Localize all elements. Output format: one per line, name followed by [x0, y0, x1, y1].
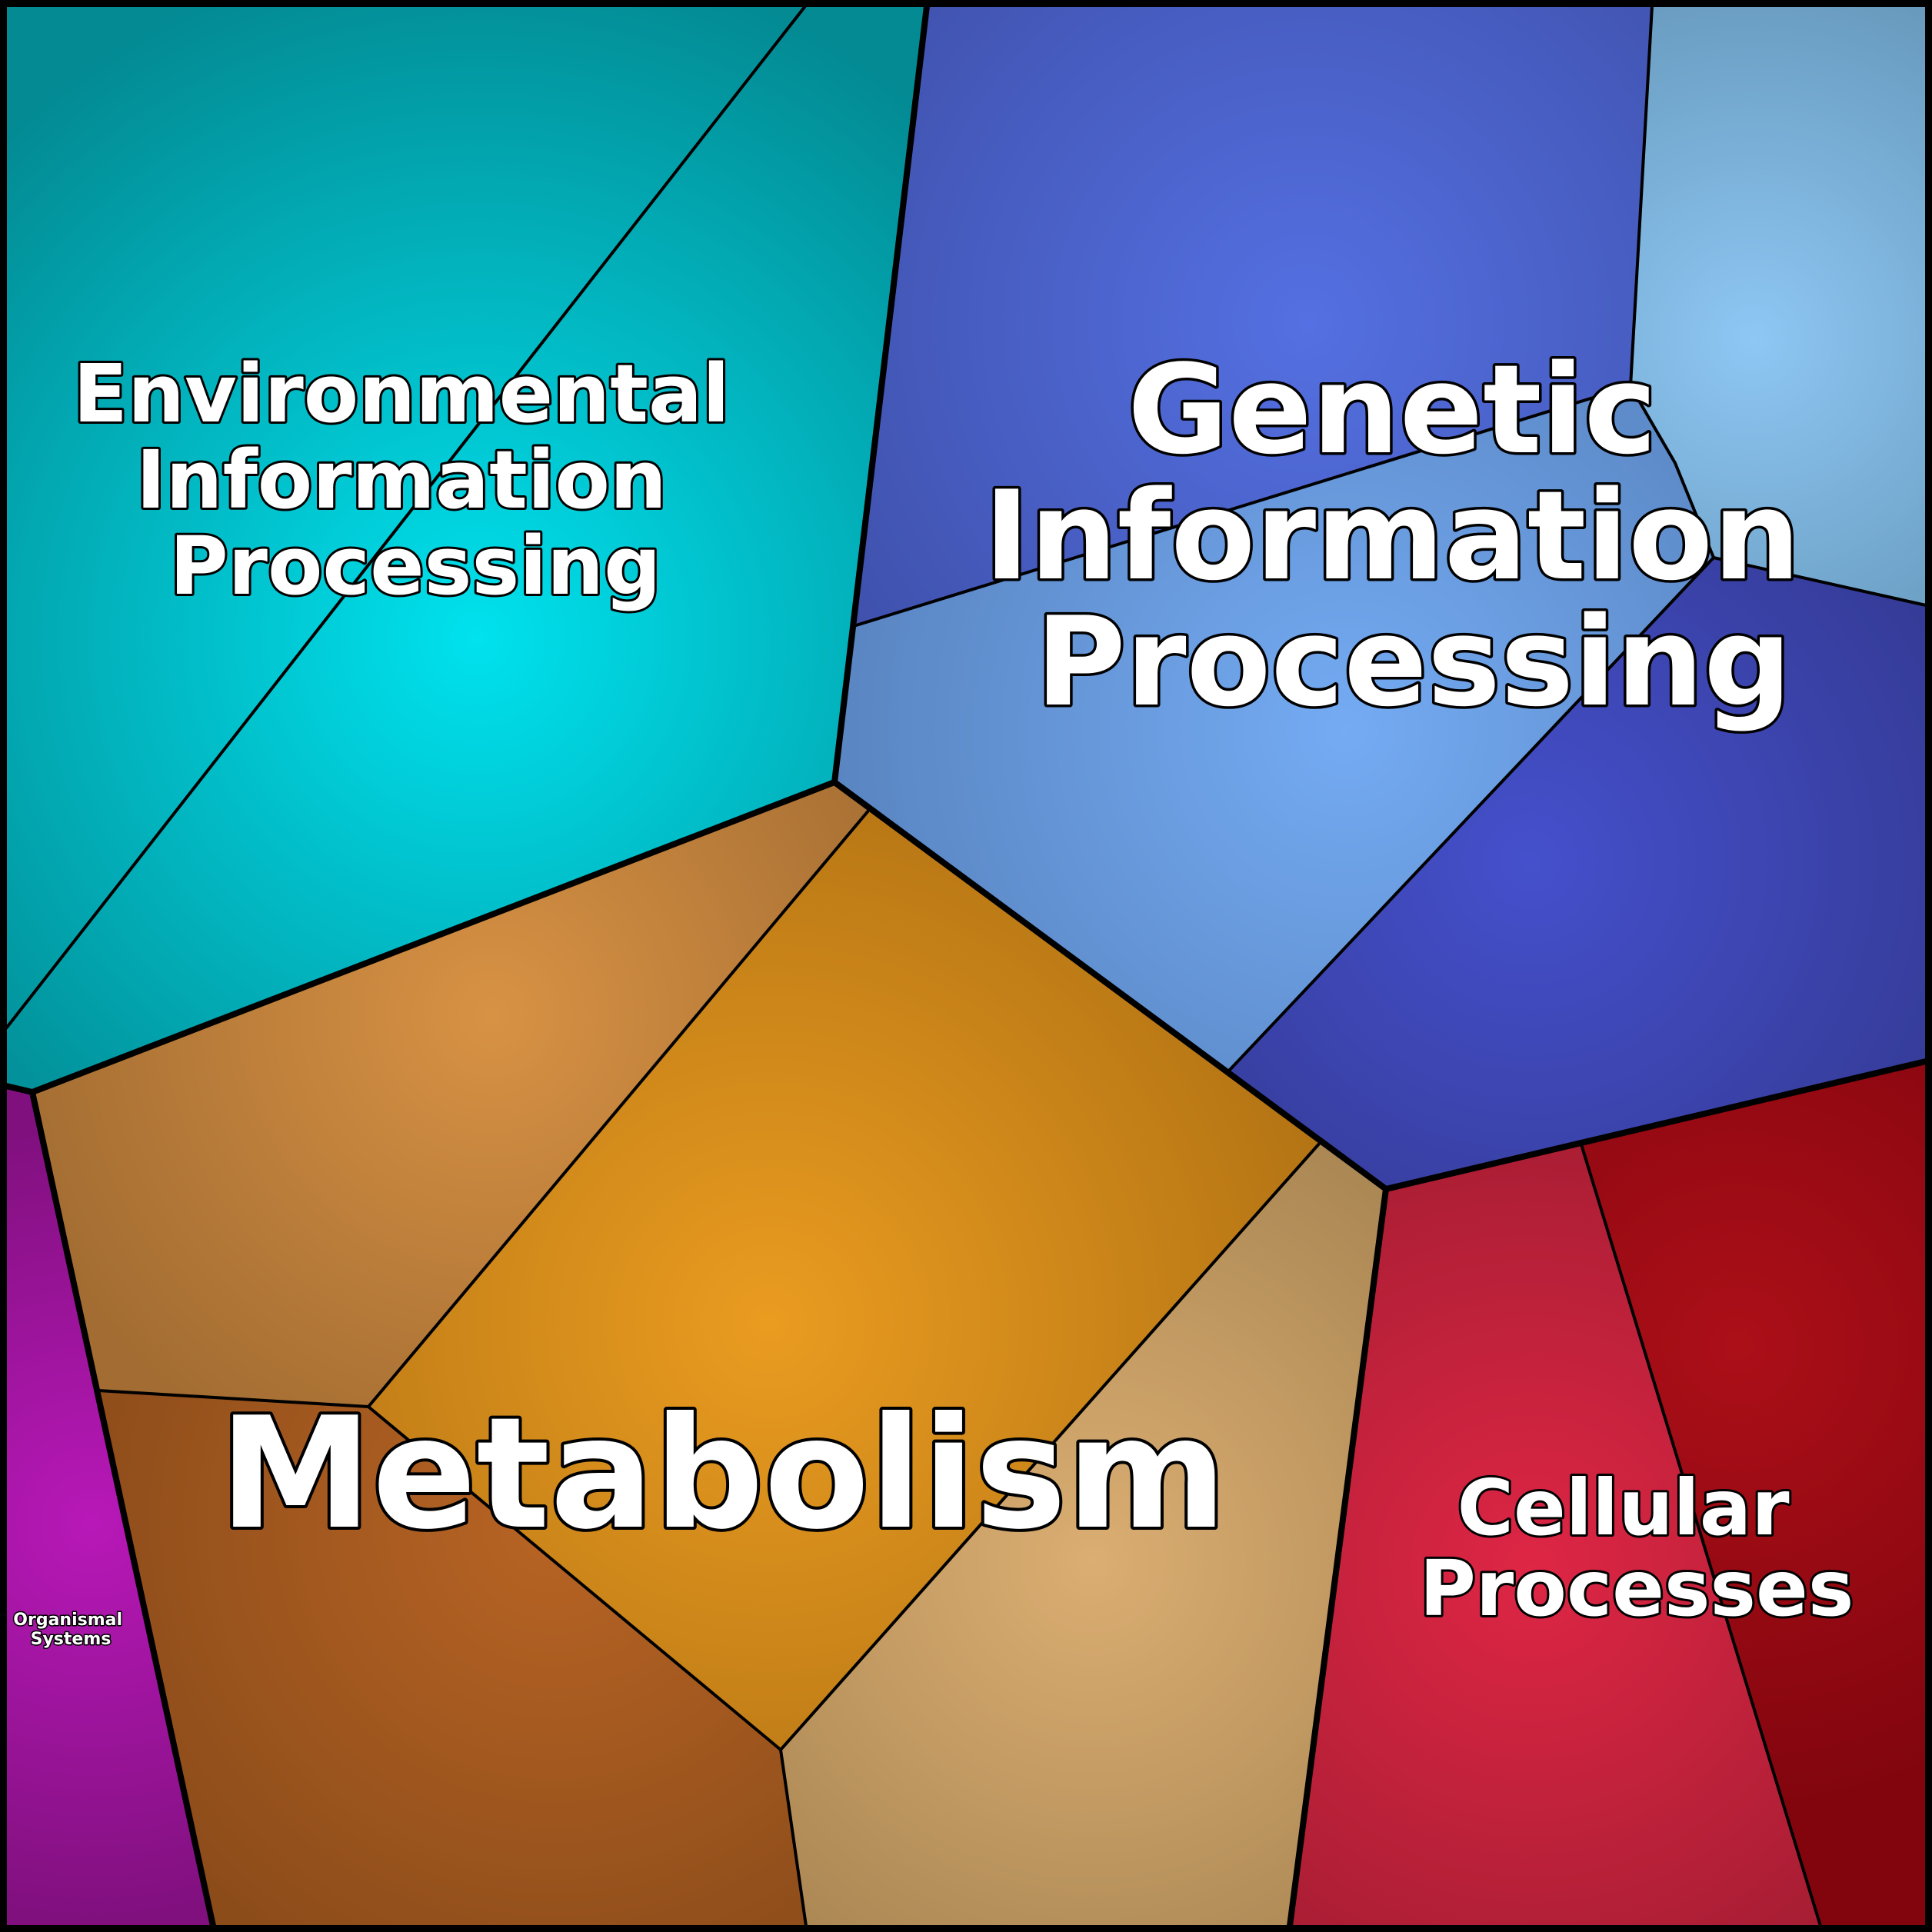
- cell-genetic-center: [834, 386, 1714, 1071]
- cell-metabolism-lower-left: [98, 1391, 806, 1926]
- cell-genetic-right: [1631, 6, 1926, 605]
- region-cellular-processes: [1290, 1061, 1926, 1926]
- label-line: Information: [136, 433, 667, 527]
- cell-genetic-lower: [1229, 558, 1926, 1189]
- cell-cellular-left: [1290, 1144, 1820, 1926]
- cell-metabolism-upper-left: [32, 782, 869, 1407]
- label-line: Systems: [31, 1630, 112, 1649]
- cell-metabolism-lower-right: [781, 1142, 1386, 1926]
- label-genetic-information-processing: Genetic Information Processing: [984, 338, 1843, 734]
- label-line: Processes: [1420, 1544, 1854, 1634]
- region-metabolism: [32, 782, 1386, 1926]
- cell-organismal: [6, 1086, 213, 1926]
- label-organismal-systems: Organismal Systems: [13, 1611, 128, 1649]
- label-line: Processing: [1035, 590, 1791, 734]
- cell-genetic-top: [854, 6, 1652, 626]
- region-genetic-information-processing: [834, 6, 1926, 1189]
- region-organismal-systems: [6, 1086, 213, 1926]
- label-line: Organismal: [13, 1611, 122, 1630]
- label-metabolism: Metabolism: [219, 1384, 1227, 1564]
- cell-metabolism-center: [368, 810, 1321, 1750]
- cell-environmental-center: [6, 6, 927, 1092]
- label-cellular-processes: Cellular Processes: [1420, 1463, 1854, 1634]
- cell-cellular-right: [1581, 1061, 1926, 1926]
- label-line: Genetic: [1128, 338, 1657, 481]
- label-line: Processing: [169, 519, 661, 613]
- label-environmental-information-processing: Environmental Information Processing: [73, 347, 758, 613]
- label-line: Environmental: [73, 347, 730, 441]
- label-line: Cellular: [1457, 1463, 1790, 1553]
- cell-borders: [5, 5, 1927, 1927]
- label-line: Information: [984, 464, 1800, 608]
